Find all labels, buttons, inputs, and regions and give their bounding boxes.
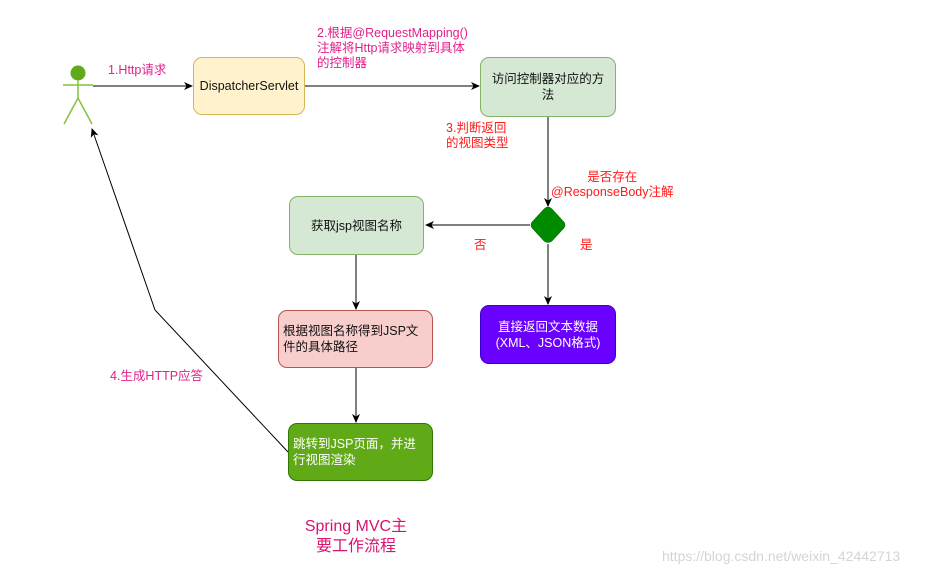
question-label-line: 是否存在: [587, 170, 638, 184]
node-text: DispatcherServlet: [199, 79, 299, 93]
step2-label: 2.根据@RequestMapping() 注解将Http请求映射到具体 的控制…: [317, 26, 468, 71]
node-text: 根据视图名称得到JSP文: [283, 324, 419, 338]
node-text: 访问控制器对应的方: [491, 72, 605, 86]
step3-label: 3.判断返回 的视图类型: [446, 121, 509, 151]
return-text-data-node[interactable]: 直接返回文本数据 (XML、JSON格式): [480, 305, 616, 364]
step2-label-line: 2.根据@RequestMapping(): [317, 26, 468, 40]
get-jsp-view-name-node[interactable]: 获取jsp视图名称: [289, 196, 424, 255]
step4-label: 4.生成HTTP应答: [110, 369, 204, 383]
node-text: 法: [541, 88, 555, 102]
controller-method-node[interactable]: 访问控制器对应的方 法: [480, 57, 616, 117]
node-text: 行视图渲染: [293, 453, 356, 467]
node-text: 获取jsp视图名称: [311, 218, 402, 233]
title-line: Spring MVC主: [304, 518, 408, 535]
watermark: https://blog.csdn.net/weixin_42442713: [662, 548, 901, 564]
step1-label: 1.Http请求: [108, 63, 167, 77]
no-branch-label: 否: [474, 238, 487, 252]
step3-label-line: 的视图类型: [446, 136, 509, 150]
user-stick-figure-icon: [63, 65, 93, 125]
node-text: 跳转到JSP页面，并进: [293, 437, 416, 451]
title-line: 要工作流程: [315, 538, 396, 555]
dispatcher-servlet-node[interactable]: DispatcherServlet: [193, 57, 305, 115]
diagram-title: Spring MVC主 要工作流程: [296, 517, 416, 557]
step2-label-line: 注解将Http请求映射到具体: [317, 41, 465, 55]
node-text: (XML、JSON格式): [495, 335, 601, 350]
render-jsp-view-node[interactable]: 跳转到JSP页面，并进 行视图渲染: [288, 423, 433, 481]
decision-diamond[interactable]: [530, 206, 566, 243]
step2-label-line: 的控制器: [317, 56, 368, 70]
node-text: 件的具体路径: [283, 340, 359, 354]
step3-label-line: 3.判断返回: [446, 121, 507, 135]
responsebody-question-label: 是否存在 @ResponseBody注解: [551, 170, 673, 200]
resolve-jsp-path-node[interactable]: 根据视图名称得到JSP文 件的具体路径: [278, 310, 433, 368]
yes-branch-label: 是: [580, 238, 593, 252]
edge-render-to-actor: [90, 128, 289, 453]
question-label-line: @ResponseBody注解: [551, 185, 674, 199]
node-text: 直接返回文本数据: [497, 319, 598, 334]
